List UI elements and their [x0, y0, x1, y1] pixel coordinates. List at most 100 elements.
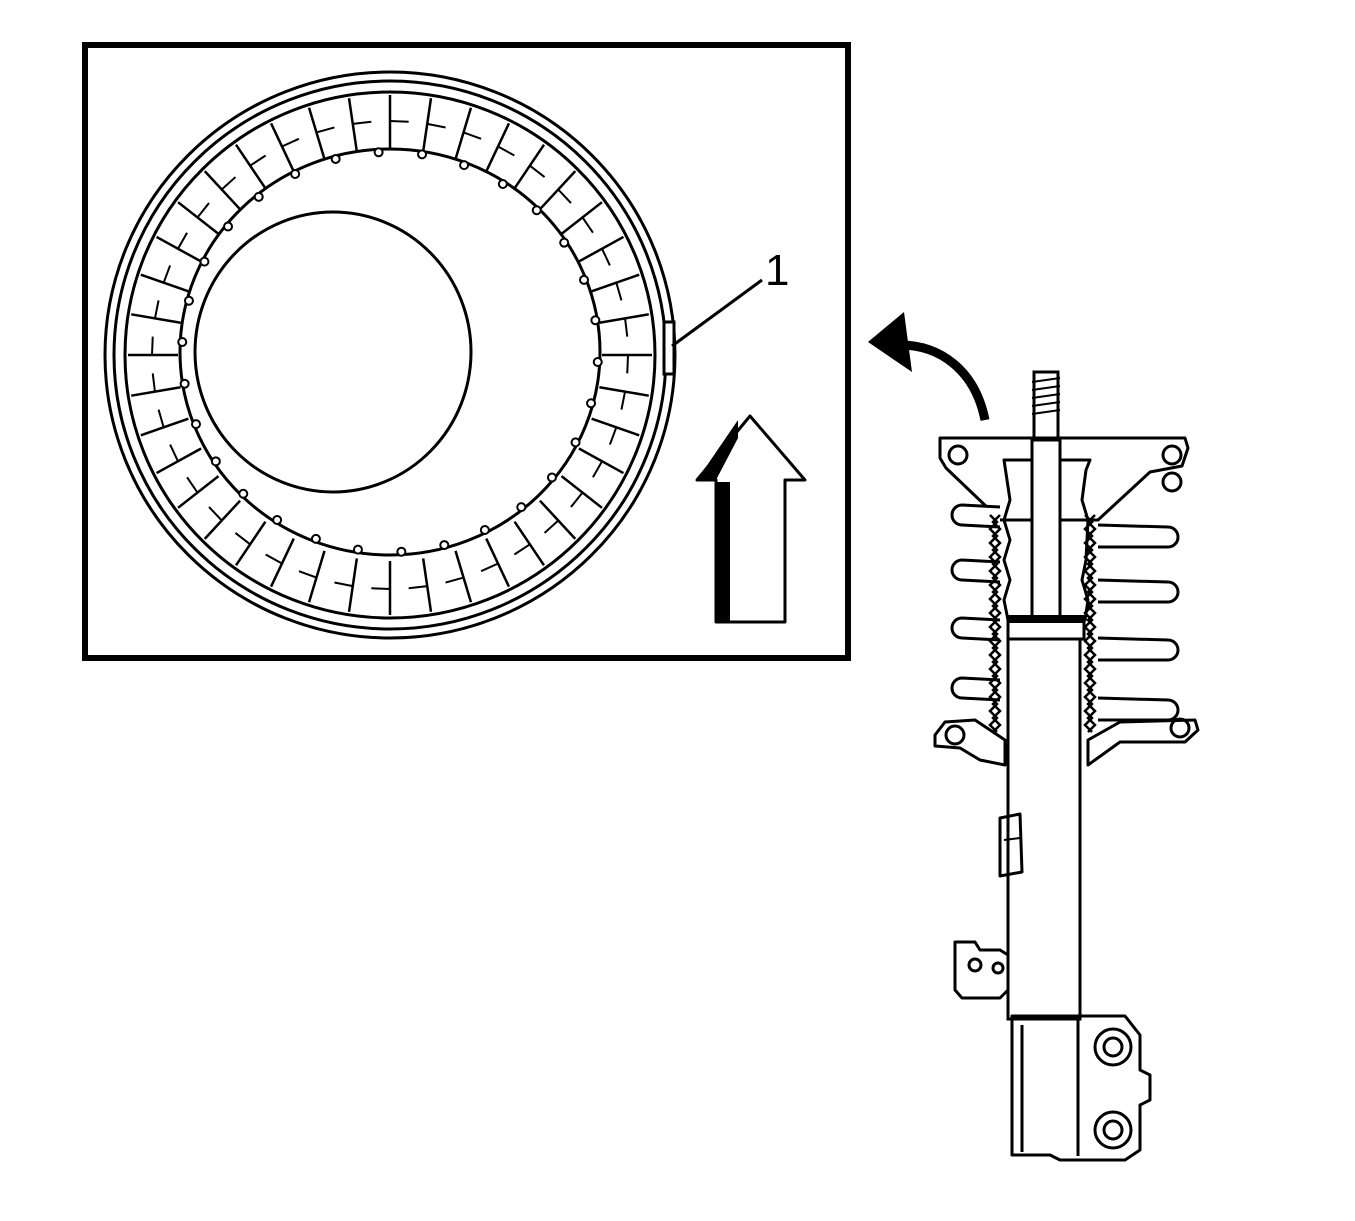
- spring-coil-left: [950, 616, 1001, 642]
- ring-nub: [497, 179, 508, 190]
- ring-outer-edge-3: [123, 90, 657, 620]
- ring-nub: [223, 221, 234, 232]
- ring-rib-cross: [620, 391, 627, 410]
- sensor-bracket: [998, 812, 1024, 878]
- ring-nub: [272, 514, 283, 525]
- ring-rib-cross: [169, 444, 179, 462]
- ring-rib-cross: [601, 248, 611, 266]
- ring-rib-cross: [427, 122, 446, 129]
- ring-nub: [417, 149, 428, 160]
- ring-nub: [579, 274, 590, 285]
- ring-nub: [531, 205, 542, 216]
- spring-coil-right: [1097, 523, 1180, 549]
- spring-coil-left: [950, 503, 1001, 529]
- ring-rib-cross: [196, 202, 210, 219]
- ring-rib-cross: [570, 491, 584, 508]
- callout-1: 1: [671, 246, 789, 348]
- ring-rib-cross: [316, 126, 335, 134]
- ring-rib-cross: [221, 176, 237, 191]
- ring-rib-cross: [615, 282, 623, 301]
- ring-rib-cross: [265, 553, 283, 565]
- ring-rib-cross: [281, 137, 300, 148]
- ring-rib-cross: [151, 336, 154, 356]
- spring-coil-left: [950, 558, 1001, 584]
- dust-boot: [1002, 438, 1092, 622]
- ring-nub: [592, 356, 603, 367]
- spring-coil-right: [1097, 696, 1180, 722]
- ring-nub: [516, 502, 527, 513]
- ring-rib-cross: [177, 232, 188, 250]
- ring-rib-cross: [543, 519, 559, 534]
- ring-rib-cross: [208, 506, 223, 522]
- ring-nub: [330, 153, 341, 164]
- bellows-left-inner: [991, 514, 1002, 733]
- up-arrow-icon: [695, 414, 807, 624]
- ring-rib-cross: [626, 354, 629, 374]
- brake-line-bracket: [953, 940, 1010, 1000]
- knuckle-mount: [1010, 1014, 1152, 1162]
- ring-rib-cross: [186, 476, 199, 494]
- ring-rib-cross: [389, 120, 409, 123]
- center-opening: [193, 210, 473, 494]
- ring-nub: [590, 315, 601, 326]
- ring-rib-cross: [334, 581, 353, 588]
- ring-rib-cross: [529, 164, 546, 178]
- upper-mount-bolt: [1093, 1027, 1133, 1067]
- spring-coil-left: [950, 676, 1001, 702]
- ring-rib-cross: [162, 265, 172, 284]
- ring-rib-cross: [298, 570, 317, 579]
- ring-rib-cross: [153, 300, 160, 319]
- bearing-ring: [103, 70, 677, 640]
- ring-nub: [290, 169, 301, 180]
- ring-rib-cross: [408, 585, 428, 590]
- bellows-right-inner: [1083, 514, 1094, 733]
- ring-nub: [253, 191, 264, 202]
- lower-spring-seat: [933, 717, 1200, 767]
- ring-nub: [586, 398, 597, 409]
- ring-ribs: [128, 95, 652, 615]
- spring-coil-right: [1097, 636, 1180, 662]
- coil-spring: [950, 503, 1180, 722]
- bellows: [988, 514, 1097, 733]
- ring-nub: [546, 472, 557, 483]
- ring-nub: [310, 533, 321, 544]
- ring-nub: [373, 147, 384, 158]
- ring-rib-cross: [480, 562, 499, 573]
- ring-nub: [183, 295, 194, 306]
- ring-nub: [199, 256, 210, 267]
- ring-rib-cross: [463, 131, 482, 140]
- ring-rib-cross: [608, 426, 618, 445]
- ring-nub: [352, 544, 363, 555]
- ring-nub: [559, 237, 570, 248]
- ring-rib-cross: [581, 216, 594, 234]
- strut-assembly: [933, 370, 1200, 1162]
- ring-rib-cross: [234, 532, 251, 546]
- ring-nub: [179, 378, 190, 389]
- detail-inset: 1: [82, 42, 851, 661]
- ring-rib-cross: [157, 409, 165, 428]
- ring-rib-cross: [352, 120, 372, 125]
- callout-label: 1: [765, 246, 789, 295]
- ring-nub: [479, 524, 490, 535]
- ring-nub: [238, 488, 249, 499]
- threaded-stud: [1031, 370, 1061, 444]
- ring-nub: [439, 540, 450, 551]
- ring-rib-cross: [624, 318, 629, 337]
- callout-leader-line: [671, 278, 763, 348]
- spring-coil-right: [1097, 578, 1180, 604]
- ring-rib-cross: [151, 373, 156, 392]
- ring-nub: [190, 419, 201, 430]
- ring-nubs: [177, 147, 603, 557]
- ring-nub: [459, 160, 470, 171]
- ring-nub: [396, 546, 407, 557]
- lower-mount-bolt: [1093, 1110, 1133, 1150]
- ring-nub: [570, 437, 581, 448]
- ring-rib-cross: [557, 188, 572, 204]
- ring-nub: [177, 337, 188, 348]
- upper-mount: [938, 436, 1190, 522]
- ring-rib-cross: [249, 154, 267, 167]
- curved-arrow-icon: [868, 312, 990, 421]
- ring-rib-cross: [371, 587, 391, 590]
- ring-nub: [210, 456, 221, 467]
